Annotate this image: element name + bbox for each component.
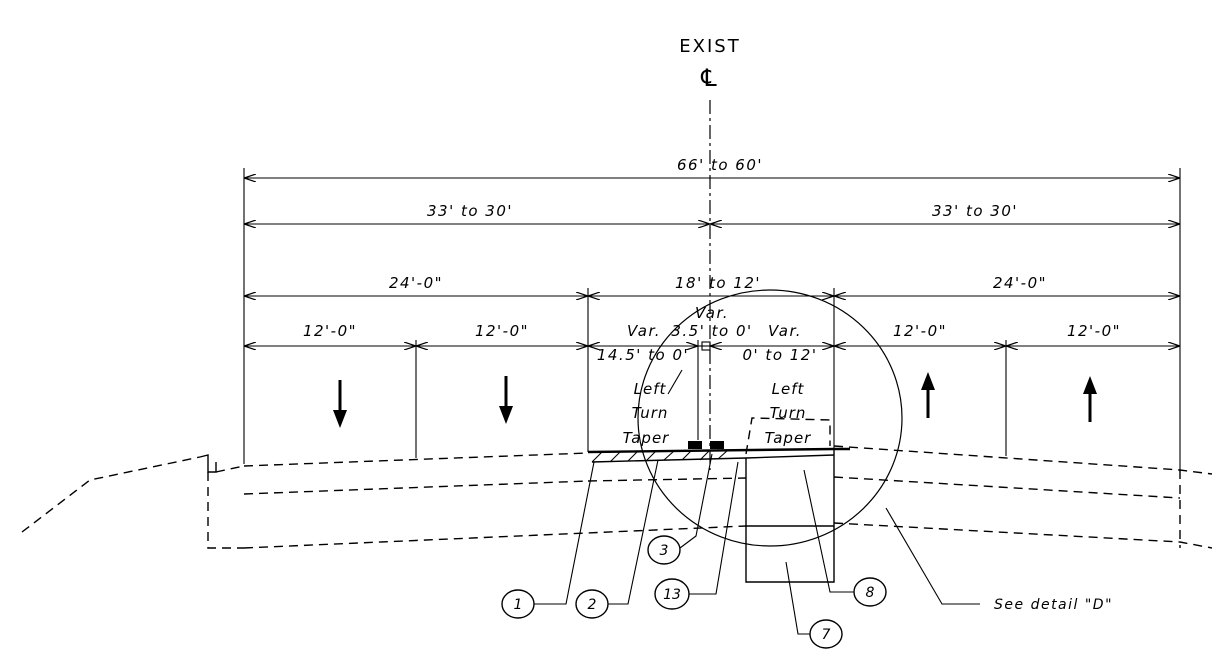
curb-left-edge bbox=[207, 472, 244, 549]
arrow-down-icon bbox=[333, 380, 347, 428]
dim-lane-2-label: 12'-0" bbox=[475, 322, 529, 340]
dim-half-right-label: 33' to 30' bbox=[932, 202, 1018, 220]
taper-left-line1: Left bbox=[634, 380, 667, 398]
callout-3: 3 bbox=[647, 453, 713, 565]
existing-layer-2-right bbox=[833, 476, 1181, 499]
detail-circle bbox=[637, 289, 903, 547]
svg-text:2: 2 bbox=[588, 597, 597, 613]
taper-right-line3: Taper bbox=[765, 429, 812, 447]
dim-roadway-right-label: 24'-0" bbox=[993, 274, 1047, 292]
svg-text:8: 8 bbox=[866, 585, 875, 601]
callout-7: 7 bbox=[785, 561, 843, 649]
subbase-box bbox=[745, 526, 835, 583]
median-surface bbox=[587, 447, 850, 454]
svg-text:1: 1 bbox=[514, 597, 523, 613]
exist-label: EXIST bbox=[679, 36, 740, 57]
curb-left-gutter bbox=[215, 465, 245, 473]
svg-text:13: 13 bbox=[663, 587, 681, 603]
centerline-symbol: ℄ bbox=[700, 64, 718, 92]
dim-median-label: 18' to 12' bbox=[675, 274, 761, 292]
dim-roadway-left-label: 24'-0" bbox=[389, 274, 443, 292]
dim-var-left-label-b: 14.5' to 0' bbox=[597, 346, 689, 364]
callout-1: 1 bbox=[501, 461, 595, 619]
svg-text:3: 3 bbox=[660, 543, 669, 559]
dim-var-center-label-b: 3.5' to 0' bbox=[671, 322, 752, 340]
dim-lane-1-label: 12'-0" bbox=[303, 322, 357, 340]
taper-right-line2: Turn bbox=[770, 404, 807, 422]
svg-text:7: 7 bbox=[822, 627, 831, 643]
arrow-up-icon bbox=[1083, 376, 1097, 422]
dim-lane-4-label: 12'-0" bbox=[1067, 322, 1121, 340]
turn-lane-top bbox=[745, 454, 835, 459]
callout-8: 8 bbox=[803, 469, 887, 607]
taper-left-line3: Taper bbox=[623, 429, 670, 447]
marker-left bbox=[688, 441, 702, 449]
taper-left-line2: Turn bbox=[632, 404, 669, 422]
dim-var-right-label-b: 0' to 12' bbox=[743, 346, 818, 364]
callout-2: 2 bbox=[575, 459, 659, 619]
curb-left bbox=[199, 454, 217, 473]
median-base-line bbox=[591, 457, 747, 463]
dim-var-center-label-a: Var. bbox=[695, 304, 729, 322]
existing-base-right bbox=[833, 522, 1212, 549]
see-detail-note: See detail "D" bbox=[994, 597, 1113, 613]
dim-var-left-label-a: Var. bbox=[627, 322, 661, 340]
existing-base-left bbox=[243, 525, 747, 549]
leader-var-center bbox=[667, 369, 683, 395]
existing-layer-2-left bbox=[243, 480, 589, 495]
hatch-pattern bbox=[591, 449, 729, 463]
dim-half-left-label: 33' to 30' bbox=[427, 202, 513, 220]
existing-layer-2-mid bbox=[587, 477, 747, 482]
callout-13: 13 bbox=[654, 461, 739, 610]
turn-lane-box bbox=[745, 458, 834, 527]
arrow-down-icon bbox=[499, 376, 513, 424]
marker-right bbox=[710, 441, 724, 449]
dim-lane-3-label: 12'-0" bbox=[893, 322, 947, 340]
dim-overall-label: 66' to 60' bbox=[677, 156, 763, 174]
existing-surface-left bbox=[243, 452, 589, 467]
dim-var-right-label-a: Var. bbox=[768, 322, 802, 340]
existing-slope-left bbox=[21, 456, 201, 533]
detail-dashed-box bbox=[745, 417, 831, 455]
leader-see-detail bbox=[885, 507, 980, 605]
arrow-up-icon bbox=[921, 372, 935, 418]
taper-right-line1: Left bbox=[772, 380, 805, 398]
